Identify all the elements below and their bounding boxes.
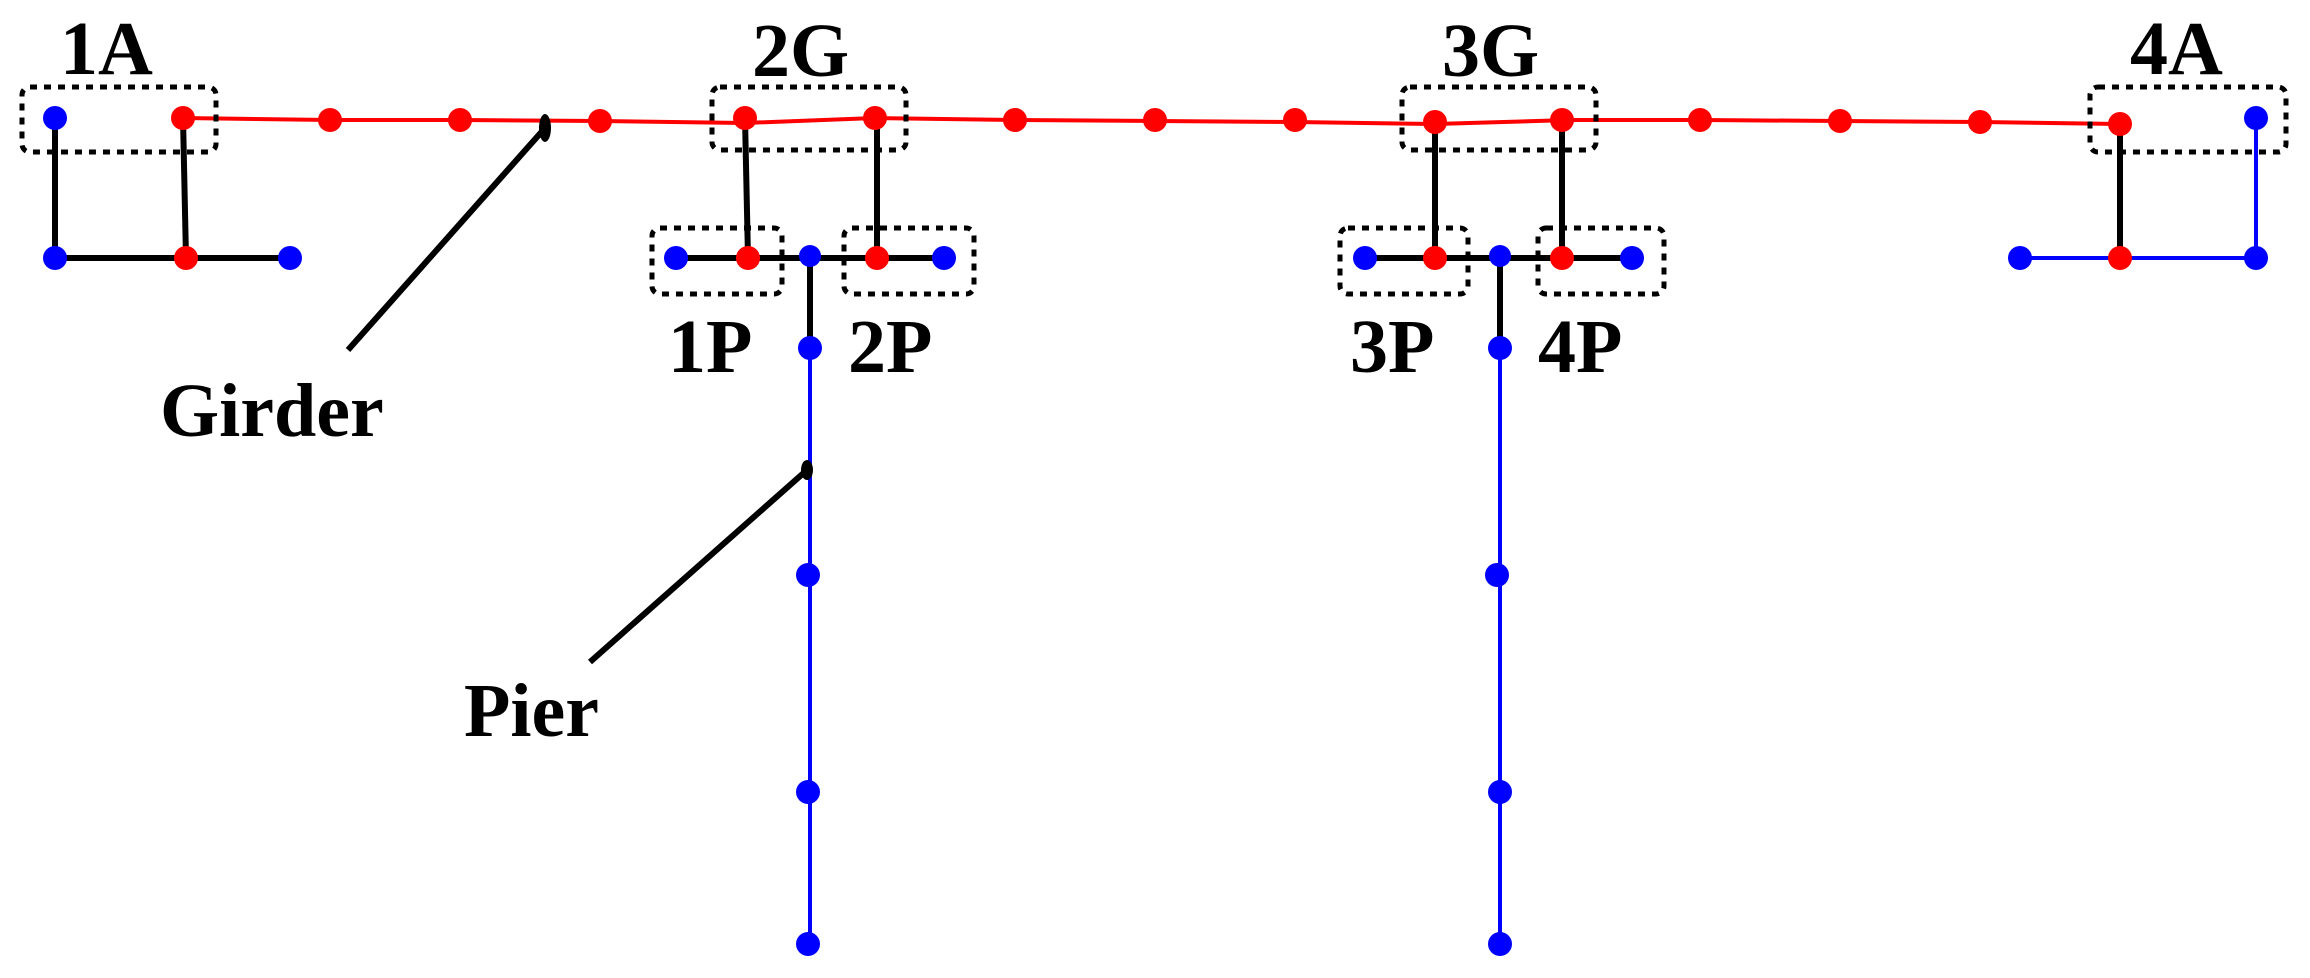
label-2p: 2P — [848, 305, 932, 389]
label-4a: 4A — [2130, 7, 2223, 91]
rigid-links — [52, 117, 2123, 665]
label-1a: 1A — [60, 7, 153, 91]
girder-pointer-dot — [539, 114, 551, 142]
girder-nodes — [171, 106, 2132, 270]
box-4p — [1535, 225, 1667, 297]
label-2g: 2G — [752, 9, 849, 93]
abutment-4a-blue-links — [2020, 118, 2258, 260]
box-3p — [1337, 225, 1471, 297]
label-1p: 1P — [668, 305, 752, 389]
box-1a — [19, 84, 219, 155]
box-3g — [1399, 84, 1599, 153]
label-pier: Pier — [464, 669, 599, 753]
pier-pointer-dot — [801, 460, 813, 480]
label-3g: 3G — [1442, 9, 1539, 93]
label-girder: Girder — [160, 369, 384, 453]
box-2g — [709, 84, 909, 153]
box-1p — [649, 225, 785, 297]
box-2p — [841, 225, 977, 297]
pier-nodes — [43, 106, 2268, 956]
box-4a — [2087, 84, 2289, 155]
label-3p: 3P — [1350, 305, 1434, 389]
label-4p: 4P — [1538, 305, 1622, 389]
